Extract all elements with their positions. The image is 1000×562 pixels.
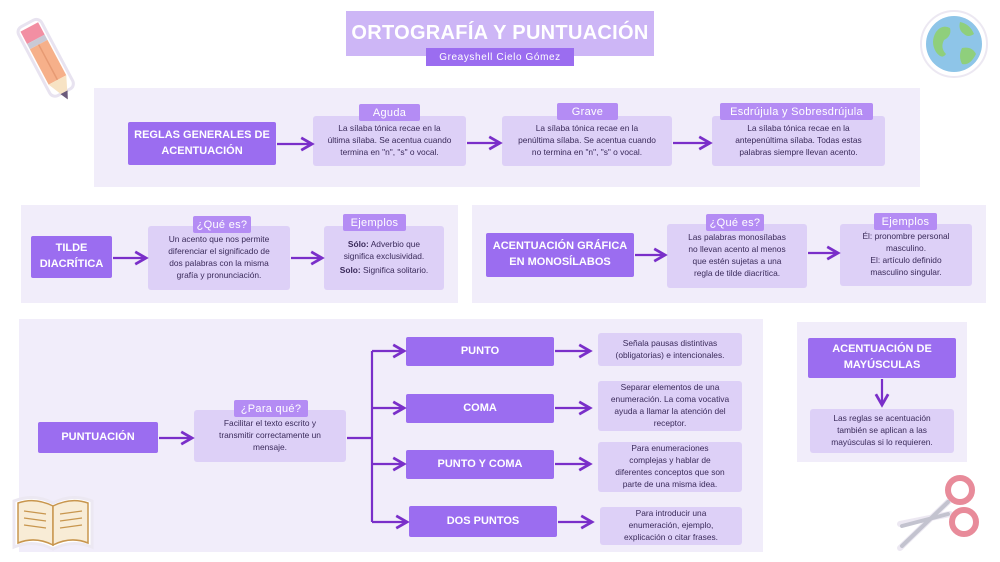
esdrujula-description: La sílaba tónica recae en la antepenúlti… [712, 116, 885, 166]
punto-description: Señala pausas distintivas (obligatorias)… [598, 333, 742, 366]
tilde-ejemplo-2: Solo: Significa solitario. [340, 265, 428, 277]
punto-y-coma-box: PUNTO Y COMA [406, 450, 554, 479]
tilde-ejemplos-tag: Ejemplos [343, 214, 406, 231]
globe-icon [920, 10, 988, 78]
punto-box: PUNTO [406, 337, 554, 366]
tilde-ejemplo-1: Sólo: Adverbio que significa exclusivida… [344, 239, 425, 263]
grave-description: La sílaba tónica recae en la penúltima s… [502, 116, 672, 166]
tilde-ejemplos-description: Sólo: Adverbio que significa exclusivida… [324, 226, 444, 290]
dos-puntos-box: DOS PUNTOS [409, 506, 557, 537]
aguda-tag: Aguda [359, 104, 420, 121]
punto-y-coma-description: Para enumeraciones complejas y hablar de… [598, 442, 742, 492]
dos-puntos-description: Para introducir una enumeración, ejemplo… [600, 507, 742, 545]
esdrujula-tag: Esdrújula y Sobresdrújula [720, 103, 873, 120]
coma-box: COMA [406, 394, 554, 423]
mayusculas-description: Las reglas se acentuación también se apl… [810, 409, 954, 453]
tilde-diacritica-box: TILDE DIACRÍTICA [31, 236, 112, 278]
book-icon [12, 496, 94, 551]
monosilabos-que-es-tag: ¿Qué es? [706, 214, 764, 231]
tilde-ejemplo-1-meaning: Adverbio que significa exclusividad. [343, 239, 425, 262]
tilde-ejemplo-2-meaning: Significa solitario. [360, 264, 429, 275]
aguda-description: La sílaba tónica recae en la última síla… [313, 116, 466, 166]
reglas-generales-box: REGLAS GENERALES DE ACENTUACIÓN [128, 122, 276, 165]
tilde-que-es-tag: ¿Qué es? [193, 216, 251, 233]
mayusculas-box: ACENTUACIÓN DE MAYÚSCULAS [808, 338, 956, 378]
tilde-que-es-description: Un acento que nos permite diferenciar el… [148, 226, 290, 290]
monosilabos-que-es-description: Las palabras monosílabas no llevan acent… [667, 224, 807, 288]
coma-description: Separar elementos de una enumeración. La… [598, 381, 742, 431]
para-que-description: Facilitar el texto escrito y transmitir … [194, 410, 346, 462]
tilde-ejemplo-2-word: Solo: [339, 264, 361, 275]
monosilabos-ejemplos-tag: Ejemplos [874, 213, 937, 230]
puntuacion-box: PUNTUACIÓN [38, 422, 158, 453]
para-que-tag: ¿Para qué? [234, 400, 308, 417]
monosilabos-box: ACENTUACIÓN GRÁFICA EN MONOSÍLABOS [486, 233, 634, 277]
monosilabos-ejemplos-description: Él: pronombre personal masculino. El: ar… [840, 224, 972, 286]
tilde-ejemplo-1-word: Sólo: [347, 239, 369, 250]
author-label: Greayshell Cielo Gómez [426, 48, 574, 66]
scissors-icon [897, 475, 979, 551]
pencil-icon [16, 17, 75, 100]
grave-tag: Grave [557, 103, 618, 120]
